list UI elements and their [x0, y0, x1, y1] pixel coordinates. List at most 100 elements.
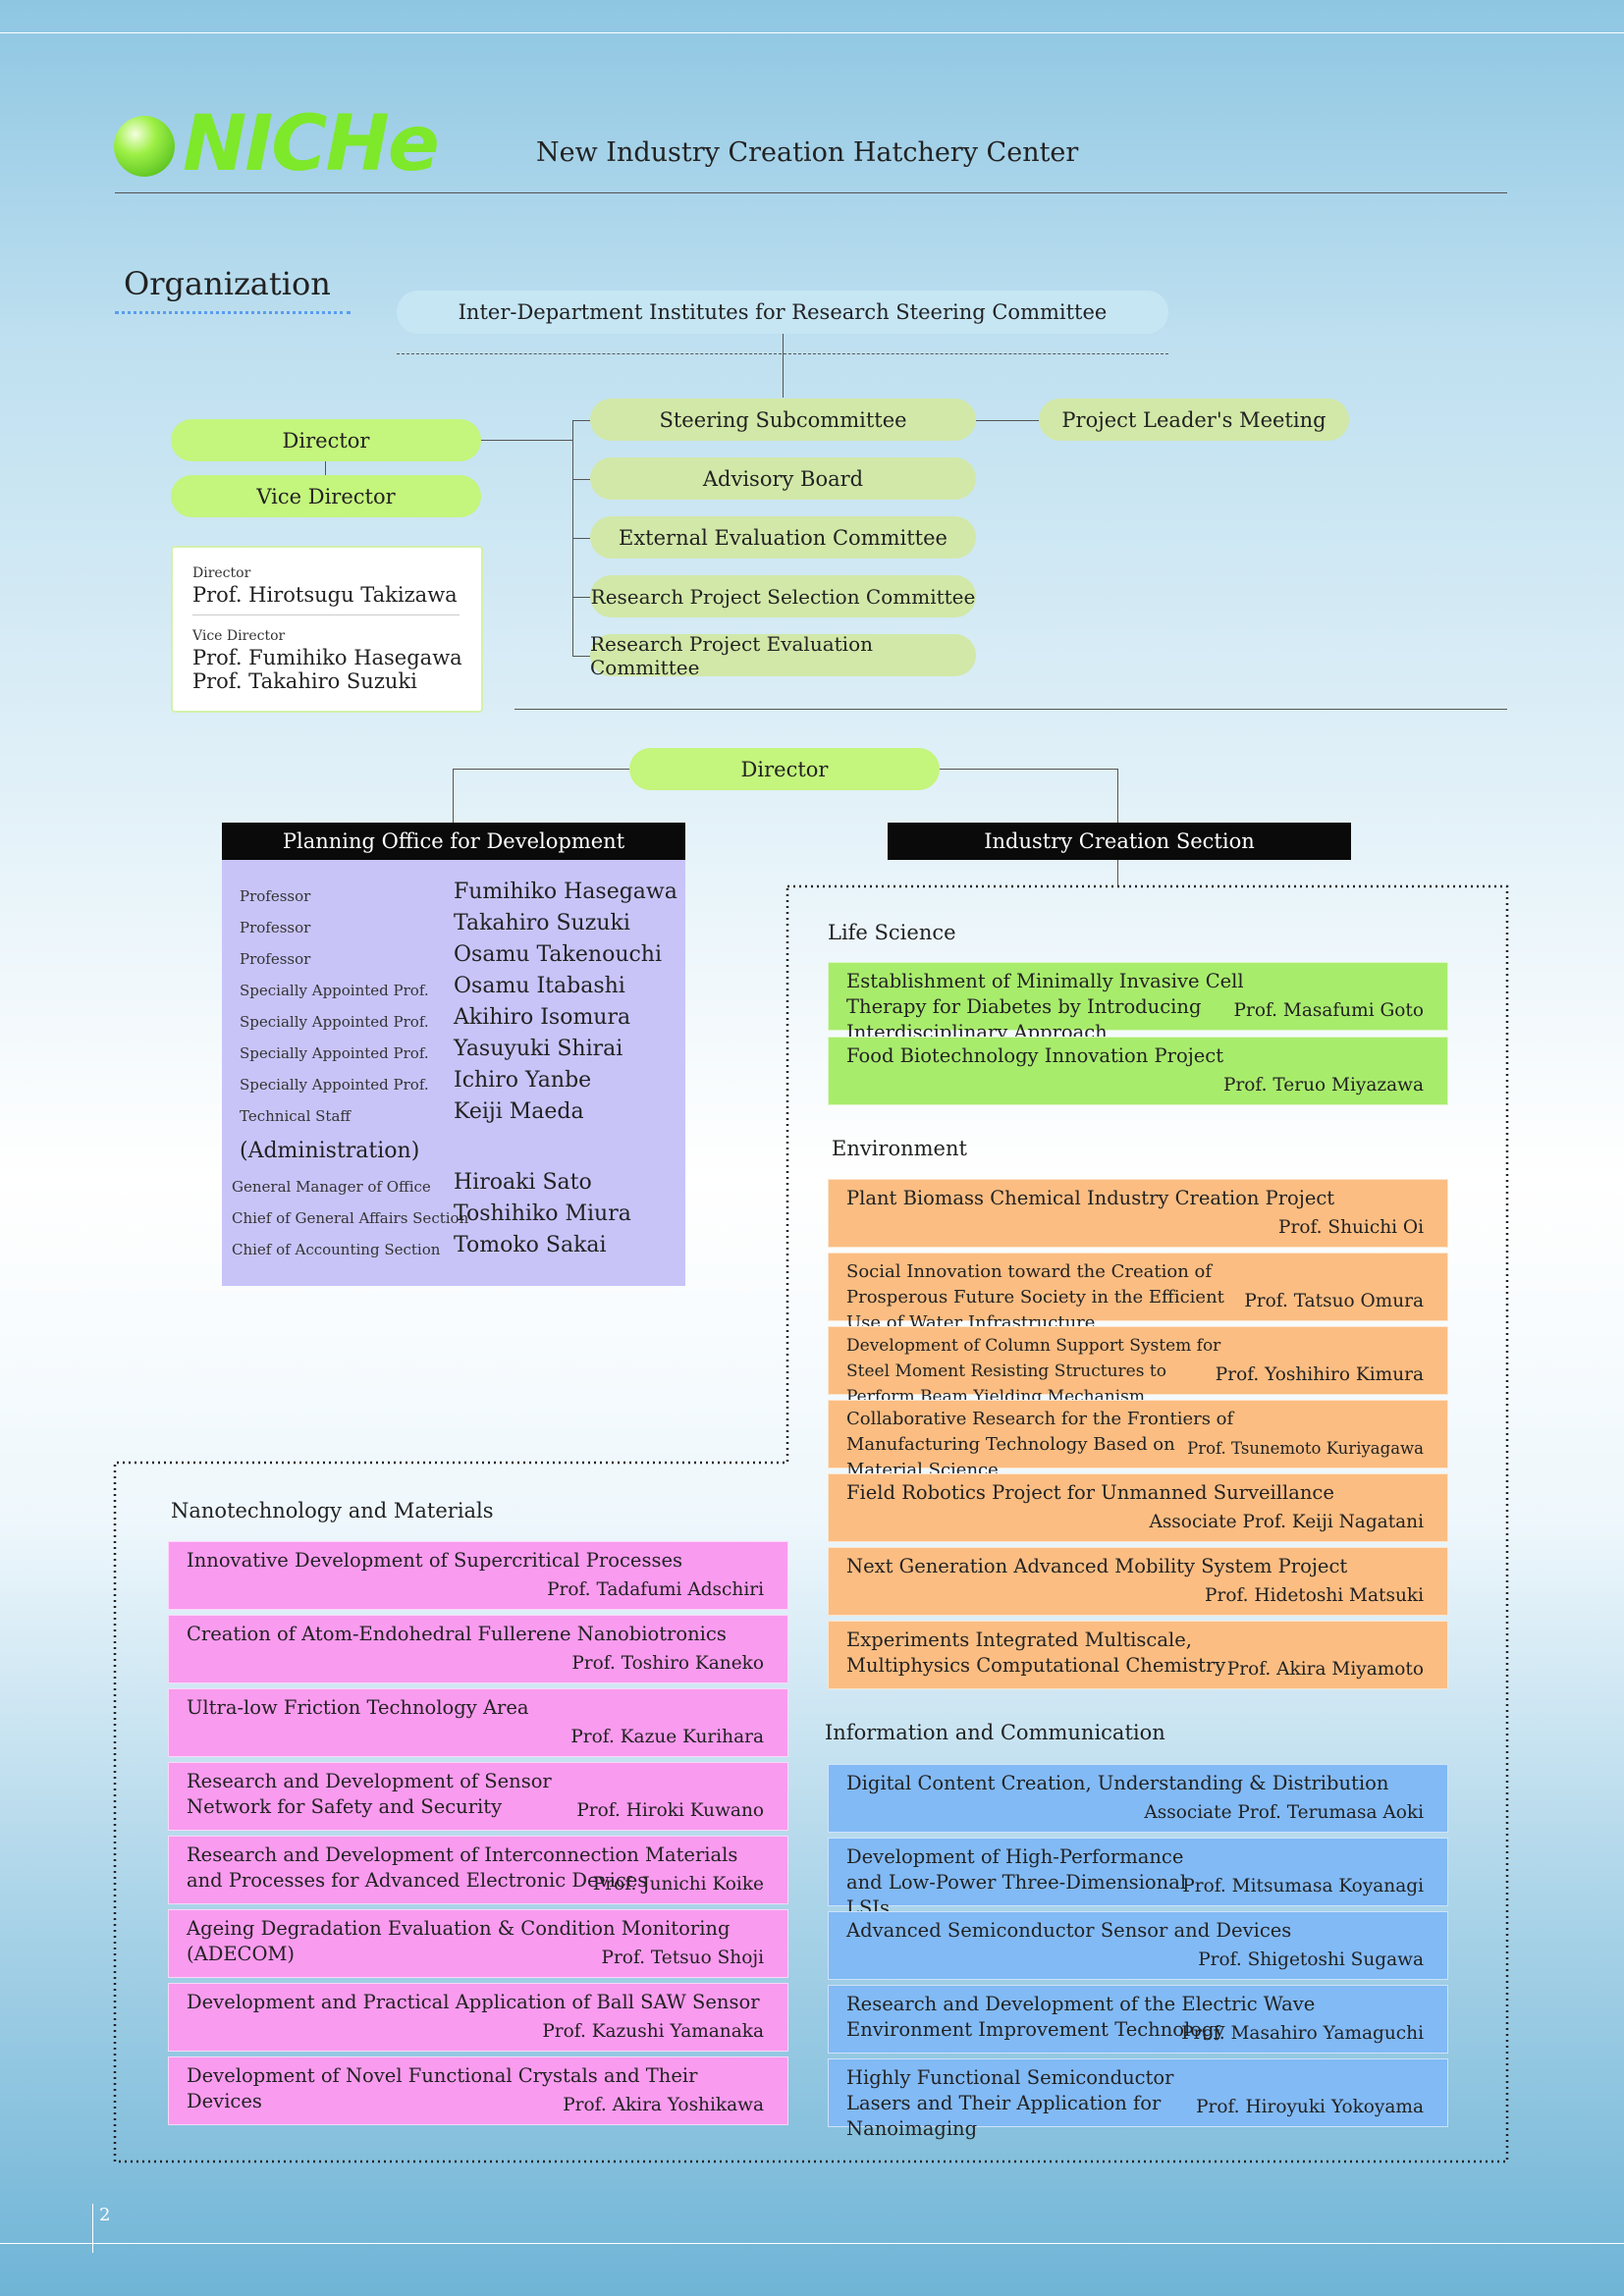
section-title-info-comm: Information and Communication: [825, 1721, 1165, 1744]
project-title: Experiments Integrated Multiscale, Multi…: [846, 1629, 1226, 1677]
project-leader: Prof. Masahiro Yamaguchi: [1181, 2023, 1424, 2044]
organization-title-underline: [115, 311, 351, 314]
project-leader: Associate Prof. Keiji Nagatani: [1149, 1512, 1424, 1532]
section-title-environment: Environment: [832, 1137, 967, 1160]
section-title-life-science: Life Science: [828, 921, 956, 944]
project-leader: Prof. Masafumi Goto: [1233, 1000, 1424, 1021]
header-rule: [115, 192, 1507, 193]
staff-name: Hiroaki Sato: [454, 1170, 592, 1195]
staff-name: Osamu Itabashi: [454, 974, 625, 998]
connector: [572, 656, 590, 657]
committee-project-evaluation: Research Project Evaluation Committee: [590, 632, 976, 679]
project-title: Establishment of Minimally Invasive Cell…: [846, 970, 1244, 1043]
project-leader: Prof. Hiroki Kuwano: [576, 1800, 764, 1821]
staff-row: Professor Fumihiko Hasegawa: [222, 880, 685, 911]
project-leader: Associate Prof. Terumasa Aoki: [1144, 1802, 1424, 1823]
organization-title: Organization: [124, 265, 331, 302]
project-card: Research and Development of the Electric…: [828, 1985, 1448, 2054]
project-leader: Prof. Hiroyuki Yokoyama: [1196, 2097, 1424, 2117]
vice-director-name: Prof. Fumihiko Hasegawa: [192, 646, 462, 669]
staff-row: Professor Osamu Takenouchi: [222, 942, 685, 974]
connector: [325, 461, 326, 475]
project-card: Advanced Semiconductor Sensor and Device…: [828, 1911, 1448, 1980]
project-leader: Prof. Kazushi Yamanaka: [542, 2021, 764, 2042]
staff-row: Specially Appointed Prof. Akihiro Isomura: [222, 1005, 685, 1037]
project-leader: Prof. Akira Yoshikawa: [563, 2095, 764, 2115]
project-leader: Prof. Tetsuo Shoji: [601, 1948, 764, 1968]
project-leader: Prof. Tadafumi Adschiri: [547, 1579, 764, 1600]
project-card: Ageing Degradation Evaluation & Conditio…: [168, 1909, 788, 1978]
project-card: Next Generation Advanced Mobility System…: [828, 1547, 1448, 1616]
staff-name: Akihiro Isomura: [454, 1005, 631, 1030]
project-card: Experiments Integrated Multiscale, Multi…: [828, 1621, 1448, 1689]
project-leader: Prof. Tatsuo Omura: [1244, 1291, 1424, 1311]
staff-name: Osamu Takenouchi: [454, 942, 663, 967]
project-title: Social Innovation toward the Creation of…: [846, 1261, 1224, 1333]
staff-role: Specially Appointed Prof.: [240, 1044, 429, 1062]
connector: [572, 597, 590, 598]
connector: [572, 538, 590, 539]
project-title: Field Robotics Project for Unmanned Surv…: [846, 1481, 1334, 1504]
project-card: Development of Novel Functional Crystals…: [168, 2056, 788, 2125]
project-card: Research and Development of Interconnect…: [168, 1836, 788, 1904]
project-leader: Prof. Toshiro Kaneko: [571, 1653, 764, 1674]
staff-role: Specially Appointed Prof.: [240, 1013, 429, 1031]
staff-role: Professor: [240, 919, 311, 936]
connector: [783, 334, 784, 398]
staff-name: Tomoko Sakai: [454, 1233, 607, 1257]
project-leader: Prof. Yoshihiro Kimura: [1215, 1364, 1424, 1385]
project-card: Highly Functional Semiconductor Lasers a…: [828, 2058, 1448, 2140]
page-number-rule: [92, 2204, 93, 2253]
staff-role: Technical Staff: [240, 1107, 352, 1125]
project-leader: Prof. Akira Miyamoto: [1226, 1659, 1424, 1680]
connector: [1117, 769, 1118, 823]
staff-name: Fumihiko Hasegawa: [454, 880, 677, 904]
project-title: Food Biotechnology Innovation Project: [846, 1044, 1224, 1067]
project-card: Digital Content Creation, Understanding …: [828, 1764, 1448, 1833]
staff-name: Ichiro Yanbe: [454, 1068, 592, 1093]
project-title: Digital Content Creation, Understanding …: [846, 1772, 1389, 1794]
project-leader: Prof. Shuichi Oi: [1278, 1217, 1424, 1238]
project-title: Ultra-low Friction Technology Area: [187, 1696, 529, 1719]
project-card: Creation of Atom-Endohedral Fullerene Na…: [168, 1615, 788, 1683]
project-title: Creation of Atom-Endohedral Fullerene Na…: [187, 1623, 727, 1645]
project-leader: Prof. Shigetoshi Sugawa: [1198, 1949, 1424, 1970]
committee-advisory-board: Advisory Board: [590, 457, 976, 500]
section-divider: [514, 709, 1507, 710]
committee-external-evaluation: External Evaluation Committee: [590, 516, 976, 559]
staff-row: Specially Appointed Prof.Yasuyuki Shirai: [222, 1037, 685, 1068]
project-leader: Prof. Tsunemoto Kuriyagawa: [1187, 1439, 1424, 1458]
bottom-rule: [0, 2243, 1624, 2244]
project-card: Field Robotics Project for Unmanned Surv…: [828, 1473, 1448, 1542]
project-card: Development of High-Performance and Low-…: [828, 1838, 1448, 1919]
project-title: Development of High-Performance and Low-…: [846, 1845, 1187, 1919]
staff-role: Professor: [240, 950, 311, 968]
director-info-box: Director Prof. Hirotsugu Takizawa Vice D…: [171, 546, 483, 713]
project-title: Research and Development of Interconnect…: [187, 1843, 738, 1892]
staff-role: Chief of General Affairs Section: [232, 1209, 469, 1227]
staff-row: Specially Appointed Prof.Ichiro Yanbe: [222, 1068, 685, 1099]
vice-director-name: Prof. Takahiro Suzuki: [192, 669, 417, 693]
staff-role: Professor: [240, 887, 311, 905]
project-leaders-meeting: Project Leader's Meeting: [1039, 399, 1349, 441]
lower-director-box: Director: [629, 748, 940, 790]
project-title: Plant Biomass Chemical Industry Creation…: [846, 1187, 1335, 1209]
project-card: Social Innovation toward the Creation of…: [828, 1253, 1448, 1333]
project-leader: Prof. Hidetoshi Matsuki: [1205, 1585, 1424, 1606]
project-title: Collaborative Research for the Frontiers…: [846, 1409, 1234, 1480]
connector: [453, 769, 629, 770]
section-title-nano: Nanotechnology and Materials: [171, 1499, 494, 1522]
industry-creation-header: Industry Creation Section: [888, 823, 1351, 860]
project-leader: Prof. Mitsumasa Koyanagi: [1182, 1876, 1424, 1896]
project-card: Ultra-low Friction Technology Area Prof.…: [168, 1688, 788, 1757]
project-card: Innovative Development of Supercritical …: [168, 1541, 788, 1610]
staff-row: Specially Appointed Prof.Osamu Itabashi: [222, 974, 685, 1005]
project-card: Plant Biomass Chemical Industry Creation…: [828, 1179, 1448, 1248]
planning-office-header: Planning Office for Development: [222, 823, 685, 860]
green-sphere-icon: [114, 116, 175, 177]
project-card: Research and Development of Sensor Netwo…: [168, 1762, 788, 1831]
project-card: Development and Practical Application of…: [168, 1983, 788, 2052]
logo: NICHe: [114, 104, 507, 185]
